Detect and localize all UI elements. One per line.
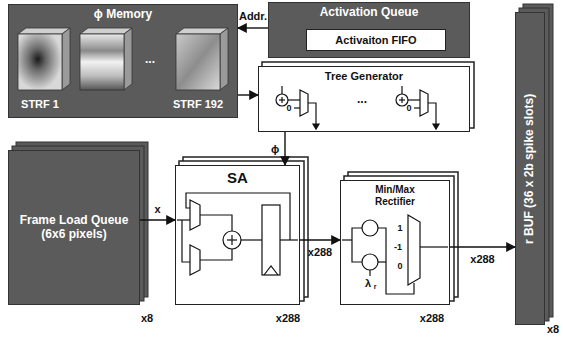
annotation-label: 1 (397, 223, 402, 233)
connector-arrow (238, 94, 258, 95)
block-title: SA (227, 169, 248, 186)
block-title: Min/Max Rectifier (364, 184, 426, 207)
strf-cubes (18, 28, 228, 90)
annotation-label: STRF 1 (21, 98, 59, 111)
annotation-label: ... (357, 93, 367, 107)
annotation-label: ... (145, 53, 155, 67)
block-title: r BUF (36 x 2b spike slots) (523, 93, 537, 243)
connector-arrow (450, 246, 515, 247)
edge-label: ϕ (271, 142, 279, 155)
annotation-label: x288 (276, 312, 300, 325)
block-title: ϕ Memory (94, 8, 152, 22)
rbuf-block: r BUF (36 x 2b spike slots) (515, 12, 545, 325)
edge-label: Addr. (239, 10, 267, 23)
annotation-label: 0 (286, 103, 291, 113)
fifo-box: Activaiton FIFO (306, 29, 446, 51)
annotation-label: 0 (406, 103, 411, 113)
block-title: Frame Load Queue (6x6 pixels) (16, 214, 132, 242)
edge-label: x (154, 203, 160, 216)
block-title: Activation Queue (320, 6, 419, 20)
annotation-label: x8 (141, 312, 153, 325)
queue-block: Activation QueueActivaiton FIFO (268, 2, 470, 58)
annotation-label: x8 (547, 323, 559, 336)
annotation-label: 0 (397, 261, 402, 271)
connector-arrow (300, 239, 340, 240)
block-title: Tree Generator (325, 70, 403, 83)
sa-datapath (177, 193, 298, 275)
annotation-label: r (374, 283, 377, 291)
connector-arrow (238, 27, 268, 28)
edge-label: x288 (470, 253, 494, 266)
tree-adders (276, 86, 439, 129)
block-title: Activaiton FIFO (335, 34, 416, 47)
annotation-label: λ (365, 277, 371, 290)
frame-queue-block: Frame Load Queue (6x6 pixels) (8, 150, 140, 305)
annotation-label: -1 (394, 242, 402, 252)
connector-arrow (140, 219, 175, 220)
connector-arrow (284, 132, 285, 165)
rectifier-datapath (342, 215, 448, 294)
annotation-label: x288 (420, 312, 444, 325)
annotation-label: STRF 192 (173, 98, 223, 111)
edge-label: x288 (308, 246, 332, 259)
